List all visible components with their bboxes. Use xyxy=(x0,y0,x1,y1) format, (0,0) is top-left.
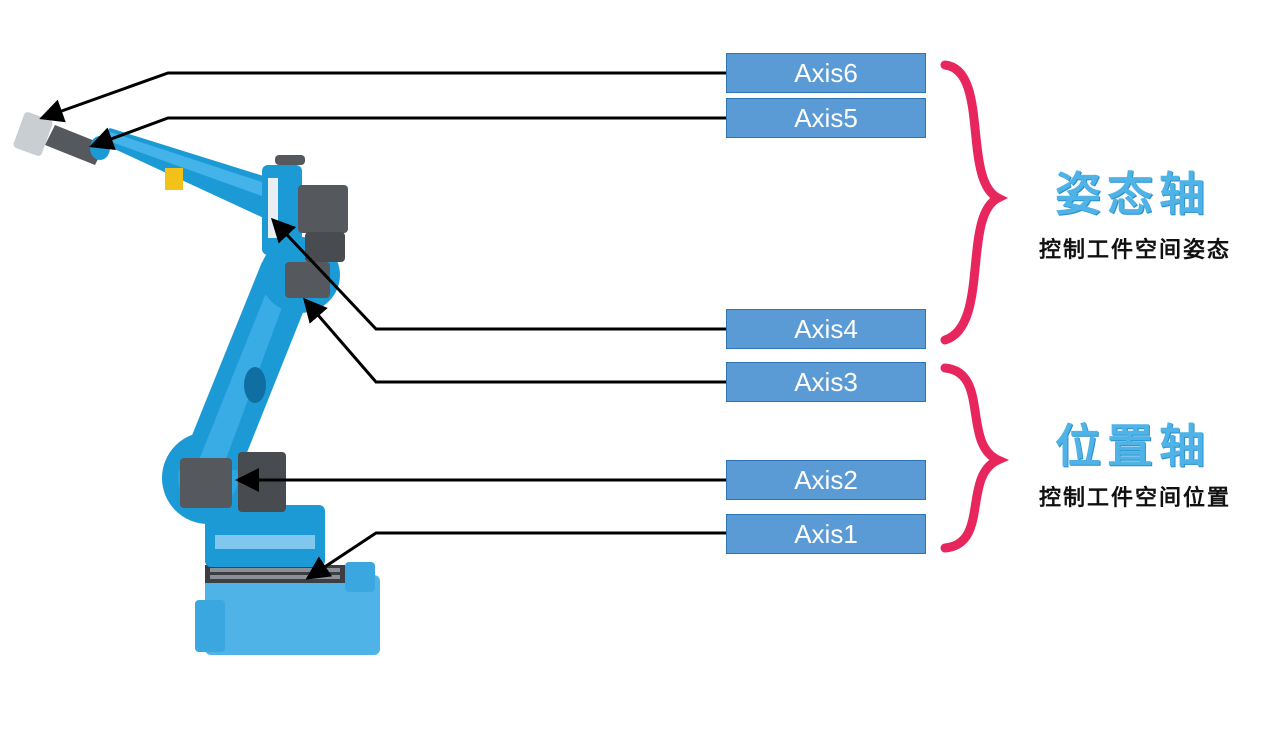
axis5-arrow xyxy=(89,116,726,151)
axis4-label-box: Axis4 xyxy=(726,309,926,349)
position-axes-description: 控制工件空间位置 xyxy=(1038,486,1231,511)
orientation-axes-description: 控制工件空间姿态 xyxy=(1038,238,1231,263)
position-brace xyxy=(940,363,1010,553)
axis4-label: Axis4 xyxy=(794,314,858,344)
robot-upper-arm xyxy=(95,128,305,255)
axis6-arrow xyxy=(39,71,726,123)
axis1-label: Axis1 xyxy=(794,519,858,549)
axis3-arrow xyxy=(303,297,726,384)
axis6-label-box: Axis6 xyxy=(726,53,926,93)
axis2-label: Axis2 xyxy=(794,465,858,495)
orientation-axes-title: 姿态轴 xyxy=(1055,167,1211,221)
orientation-brace xyxy=(940,60,1009,345)
robot-arm-illustration xyxy=(13,112,380,655)
axis6-label: Axis6 xyxy=(794,58,858,88)
axis1-arrow xyxy=(305,531,726,580)
robot-motors xyxy=(180,185,348,512)
robot-wrist xyxy=(13,112,110,165)
robot-base xyxy=(195,562,380,655)
axis3-label-box: Axis3 xyxy=(726,362,926,402)
axis4-arrow xyxy=(270,217,726,331)
robot-lower-arm xyxy=(178,237,340,470)
axis-leader-arrows xyxy=(39,71,726,580)
axis2-label-box: Axis2 xyxy=(726,460,926,500)
axis5-label-box: Axis5 xyxy=(726,98,926,138)
axis5-label: Axis5 xyxy=(794,103,858,133)
axis1-label-box: Axis1 xyxy=(726,514,926,554)
axis3-label: Axis3 xyxy=(794,367,858,397)
position-axes-title: 位置轴 xyxy=(1055,419,1211,473)
